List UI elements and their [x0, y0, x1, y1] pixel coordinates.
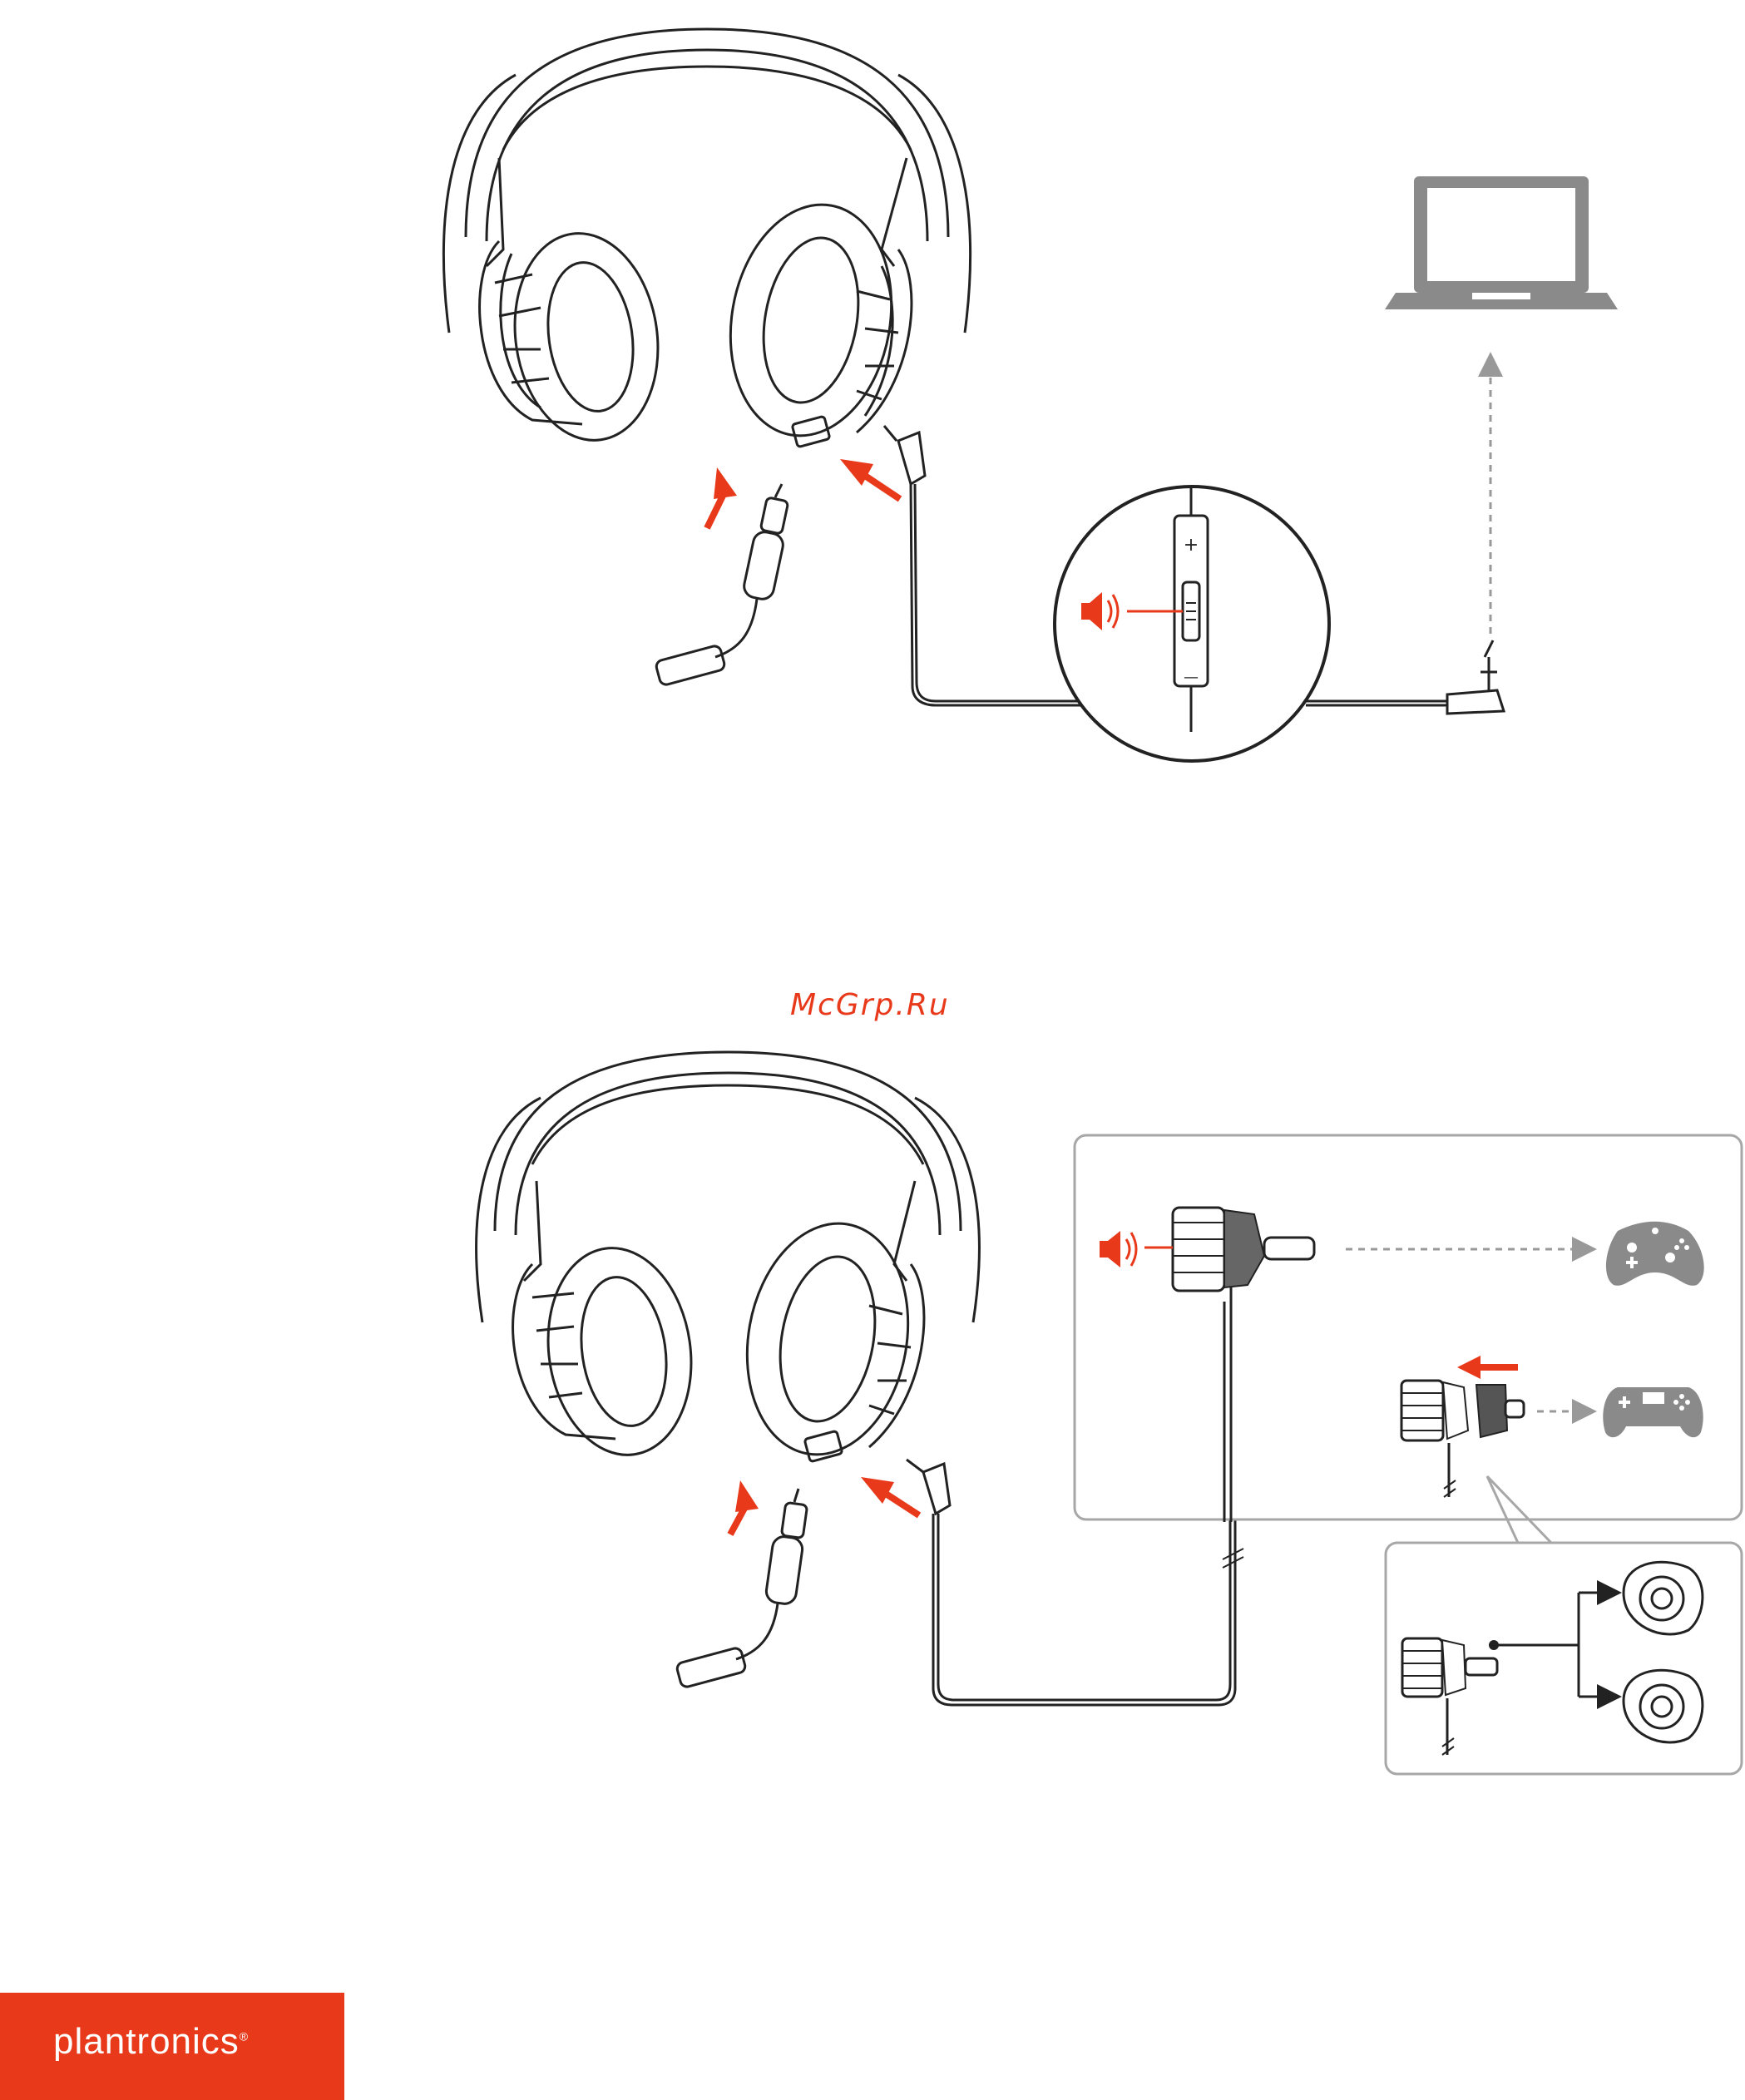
volume-minus-label: — — [1184, 669, 1199, 686]
volume-plus-label: + — [1184, 535, 1199, 556]
adapter-detail-panel — [1386, 1476, 1742, 1774]
brand-mark: ® — [240, 2029, 249, 2043]
insert-arrows-top — [707, 459, 900, 528]
boom-mic-top — [655, 484, 788, 686]
brand-logo: plantronics® — [53, 2021, 249, 2063]
laptop-icon — [1385, 176, 1618, 309]
watermark: McGrp.Ru — [790, 988, 950, 1022]
brand-bar: plantronics® — [0, 1993, 344, 2100]
inline-control-callout: + — — [1055, 487, 1329, 761]
insert-arrows-bottom — [730, 1477, 919, 1534]
console-panel — [1075, 1135, 1742, 1522]
headset-top — [443, 29, 970, 450]
brand-name: plantronics — [53, 2021, 240, 2062]
headset-bottom — [477, 1052, 980, 1467]
